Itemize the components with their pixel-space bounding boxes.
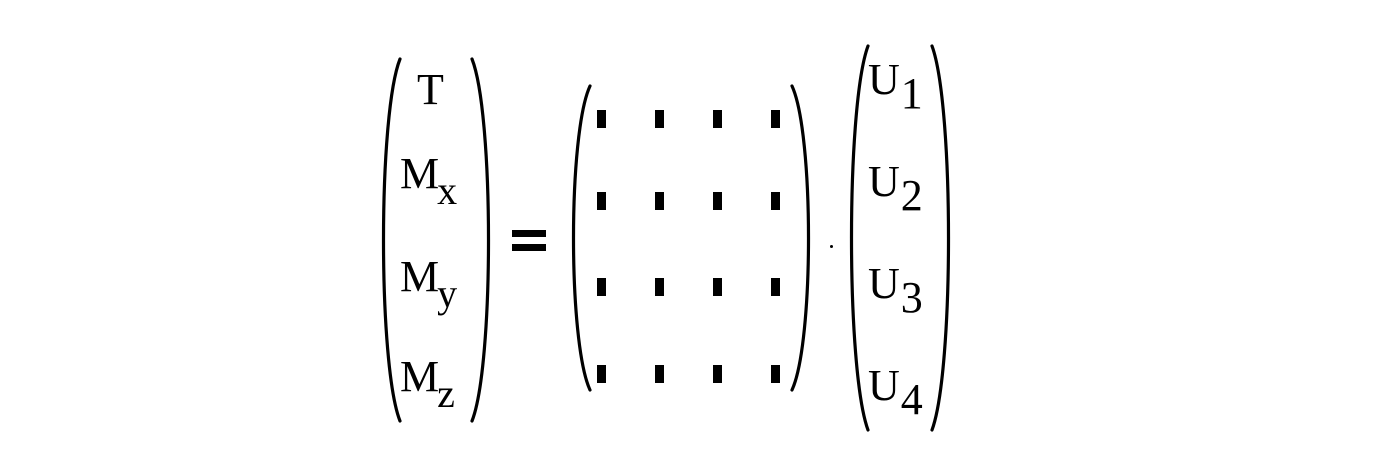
matrix-cell [655,278,664,296]
matrix-left-parenthesis [571,84,592,392]
matrix-cell [713,278,722,296]
matrix-cell [771,278,780,296]
rhs-entry-2: U2 [868,157,923,220]
lhs-entry-1: T [417,65,444,114]
lhs-entry-2: Mx [400,149,458,213]
matrix-cell [771,110,780,128]
matrix-cell [655,192,664,210]
lhs-entry-3: My [400,252,458,316]
matrix-cell [713,110,722,128]
equals-sign [512,230,546,252]
matrix-cell [655,110,664,128]
lhs-right-parenthesis [470,57,491,423]
matrix-cell [597,365,606,383]
rhs-left-parenthesis [849,44,870,432]
rhs-entry-1: U1 [868,55,923,118]
lhs-left-parenthesis [381,57,402,423]
multiplication-dot [830,245,833,248]
rhs-right-parenthesis [930,44,951,432]
matrix-cell [771,365,780,383]
matrix-cell [597,110,606,128]
matrix-cell [771,192,780,210]
rhs-entry-4: U4 [868,361,923,424]
lhs-entry-4: Mz [400,352,455,416]
matrix-cell [713,365,722,383]
matrix-cell [655,365,664,383]
rhs-entry-3: U3 [868,259,923,322]
matrix-cell [597,278,606,296]
matrix-cell [597,192,606,210]
matrix-right-parenthesis [790,84,811,392]
matrix-cell [713,192,722,210]
